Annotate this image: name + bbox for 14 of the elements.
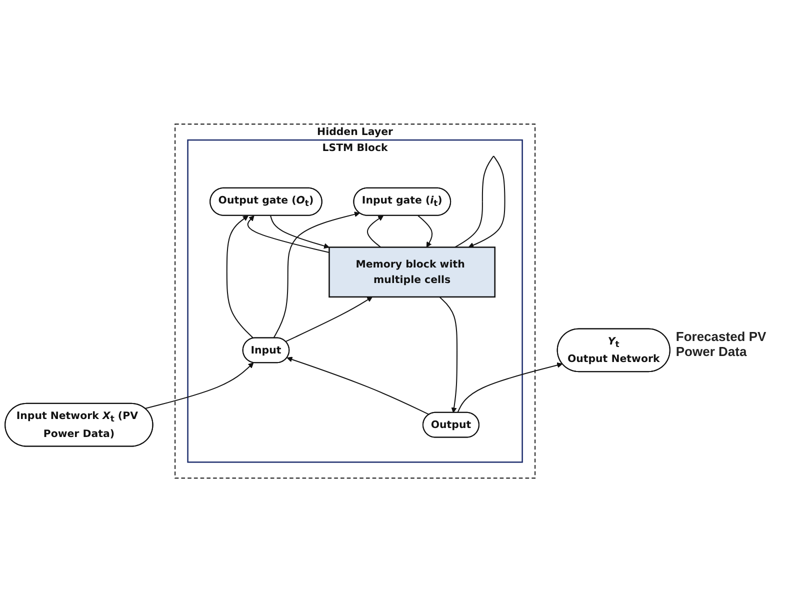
arrow (286, 357, 430, 416)
arrow (270, 216, 330, 250)
arrow (418, 216, 433, 248)
arrow (457, 362, 563, 414)
arrow (273, 212, 360, 339)
arrow (145, 362, 254, 410)
arrow (439, 296, 458, 414)
arrow (454, 156, 506, 248)
arrow (366, 216, 384, 248)
arrow (247, 216, 330, 254)
arrow (226, 216, 254, 340)
node-caption: Forecasted PV Power Data (676, 329, 768, 360)
arrow (285, 297, 373, 342)
node-box: Memory block with multiple cells (328, 247, 496, 298)
